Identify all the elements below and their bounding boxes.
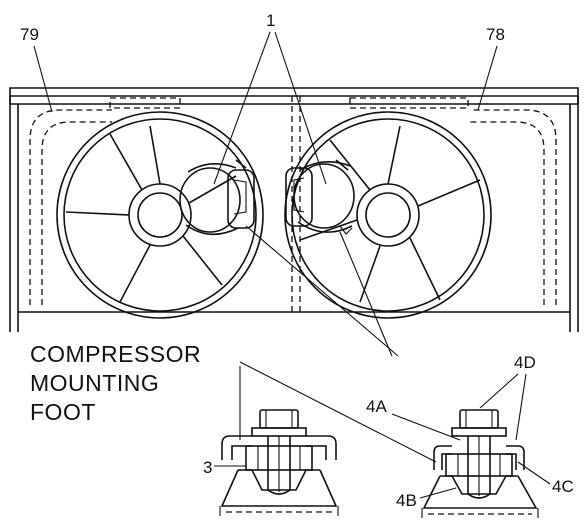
- caption-line-1: COMPRESSOR: [30, 341, 201, 367]
- right-compressor: [285, 159, 355, 235]
- leader-79: [33, 45, 53, 113]
- label-79: 79: [20, 25, 39, 44]
- caption-compressor-mounting-foot: COMPRESSOR MOUNTING FOOT: [30, 341, 201, 425]
- caption-line-3: FOOT: [30, 399, 96, 425]
- label-4A: 4A: [366, 397, 387, 416]
- leader-1-right: [274, 31, 327, 185]
- label-1: 1: [266, 11, 275, 30]
- leader-4B: [419, 487, 457, 499]
- label-78: 78: [486, 25, 505, 44]
- label-4B: 4B: [396, 491, 417, 510]
- right-duct-outline: [349, 97, 557, 305]
- right-fan: [284, 111, 492, 319]
- right-mounting-foot-detail: [421, 409, 539, 518]
- leader-4D-right: [515, 373, 527, 441]
- label-4D: 4D: [514, 353, 536, 372]
- leader-1-left: [213, 31, 271, 185]
- leader-compressor-right-foot: [339, 231, 393, 357]
- leader-4D-left: [479, 373, 519, 409]
- left-duct-outline: [29, 97, 181, 305]
- left-compressor: [179, 159, 255, 236]
- leader-78: [477, 45, 498, 111]
- leader-caption-right-foot: [239, 361, 437, 463]
- caption-line-2: MOUNTING: [30, 370, 159, 396]
- left-mounting-foot-detail: [219, 409, 339, 516]
- leader-4A: [391, 413, 461, 441]
- leader-4C: [517, 461, 551, 485]
- leader-compressor-left-foot: [245, 225, 399, 357]
- left-fan: [56, 111, 264, 319]
- label-4C: 4C: [552, 477, 574, 496]
- unit-housing: [9, 87, 579, 332]
- label-3: 3: [203, 458, 212, 477]
